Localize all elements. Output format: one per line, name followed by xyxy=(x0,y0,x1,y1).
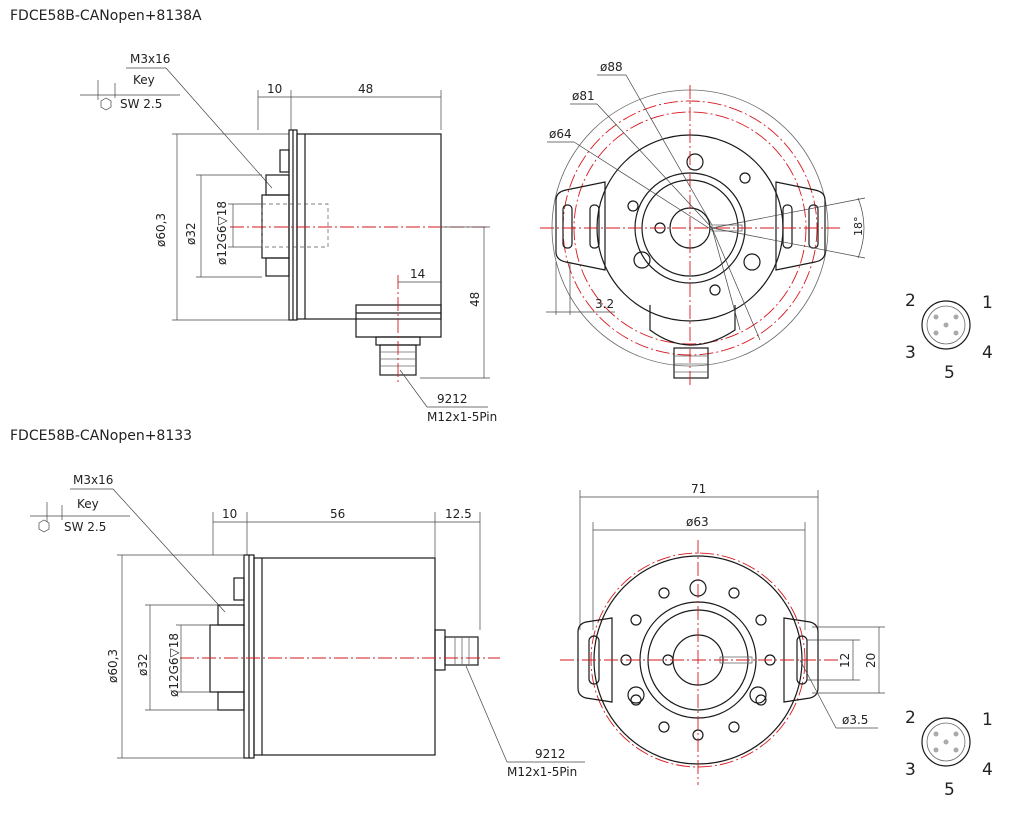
s2-dim-d32: ø32 xyxy=(136,653,150,676)
s1-dim-48v: 48 xyxy=(468,292,482,307)
s1-dim-d32: ø32 xyxy=(184,222,198,245)
section2-side-view: M3x16 Key SW 2.5 10 56 12.5 xyxy=(30,473,585,779)
s1-conn-part: 9212 xyxy=(437,392,468,406)
s1-dim-d88: ø88 xyxy=(600,60,623,74)
s2-dim-shaft: ø12G6▽18 xyxy=(167,633,181,697)
s1-dim-d64: ø64 xyxy=(549,127,572,141)
s1-dim-d60: ø60,3 xyxy=(154,213,168,247)
s2-conn-spec: M12x1-5Pin xyxy=(507,765,577,779)
s2-sw-label: SW 2.5 xyxy=(64,520,106,534)
s1-pin-2: 2 xyxy=(905,291,916,311)
s1-pin-3: 3 xyxy=(905,343,916,363)
s1-dim-10: 10 xyxy=(267,82,282,96)
s2-dim-d3-5: ø3.5 xyxy=(842,713,868,727)
s2-dim-20: 20 xyxy=(864,653,878,668)
hex-key-icon xyxy=(100,97,112,111)
s1-dim-48: 48 xyxy=(358,82,373,96)
s2-dim-d63: ø63 xyxy=(686,515,709,529)
section1-title: FDCE58B-CANopen+8138A xyxy=(10,8,202,24)
s2-pin-2: 2 xyxy=(905,708,916,728)
s2-key-label: Key xyxy=(77,497,99,511)
hex-key-icon-2 xyxy=(38,519,50,533)
s1-key-label: Key xyxy=(133,73,155,87)
section1-side-view: M3x16 Key SW 2.5 10 48 ø60,3 xyxy=(80,52,497,424)
s2-dim-12-5: 12.5 xyxy=(445,507,472,521)
s2-dim-71: 71 xyxy=(691,482,706,496)
s2-dim-d60: ø60,3 xyxy=(106,649,120,683)
section1-pin-diagram: 2 1 3 4 5 xyxy=(905,291,993,383)
s2-pin-5: 5 xyxy=(944,780,955,800)
s1-dim-shaft: ø12G6▽18 xyxy=(215,201,229,265)
section2-pin-diagram: 2 1 3 4 5 xyxy=(905,708,993,800)
s2-dim-56: 56 xyxy=(330,507,345,521)
s1-dim-angle: 18° xyxy=(852,217,865,237)
s1-dim-d81: ø81 xyxy=(572,89,595,103)
s1-pin-4: 4 xyxy=(982,343,993,363)
s2-pin-4: 4 xyxy=(982,760,993,780)
section2-title: FDCE58B-CANopen+8133 xyxy=(10,428,192,444)
s2-dim-10: 10 xyxy=(222,507,237,521)
section2-front-view: 71 ø63 xyxy=(560,482,885,785)
s2-pin-1: 1 xyxy=(982,710,993,730)
s1-pin-5: 5 xyxy=(944,363,955,383)
s1-pin-1: 1 xyxy=(982,293,993,313)
s2-dim-12: 12 xyxy=(838,653,852,668)
section1-front-view: ø88 ø81 ø64 3.2 18° xyxy=(540,60,866,385)
s1-screw-label: M3x16 xyxy=(130,52,170,66)
s1-dim-3-2: 3.2 xyxy=(595,297,614,311)
s1-sw-label: SW 2.5 xyxy=(120,97,162,111)
s2-conn-part: 9212 xyxy=(535,747,566,761)
s2-pin-3: 3 xyxy=(905,760,916,780)
s1-dim-14: 14 xyxy=(410,267,425,281)
s1-conn-spec: M12x1-5Pin xyxy=(427,410,497,424)
s2-screw-label: M3x16 xyxy=(73,473,113,487)
